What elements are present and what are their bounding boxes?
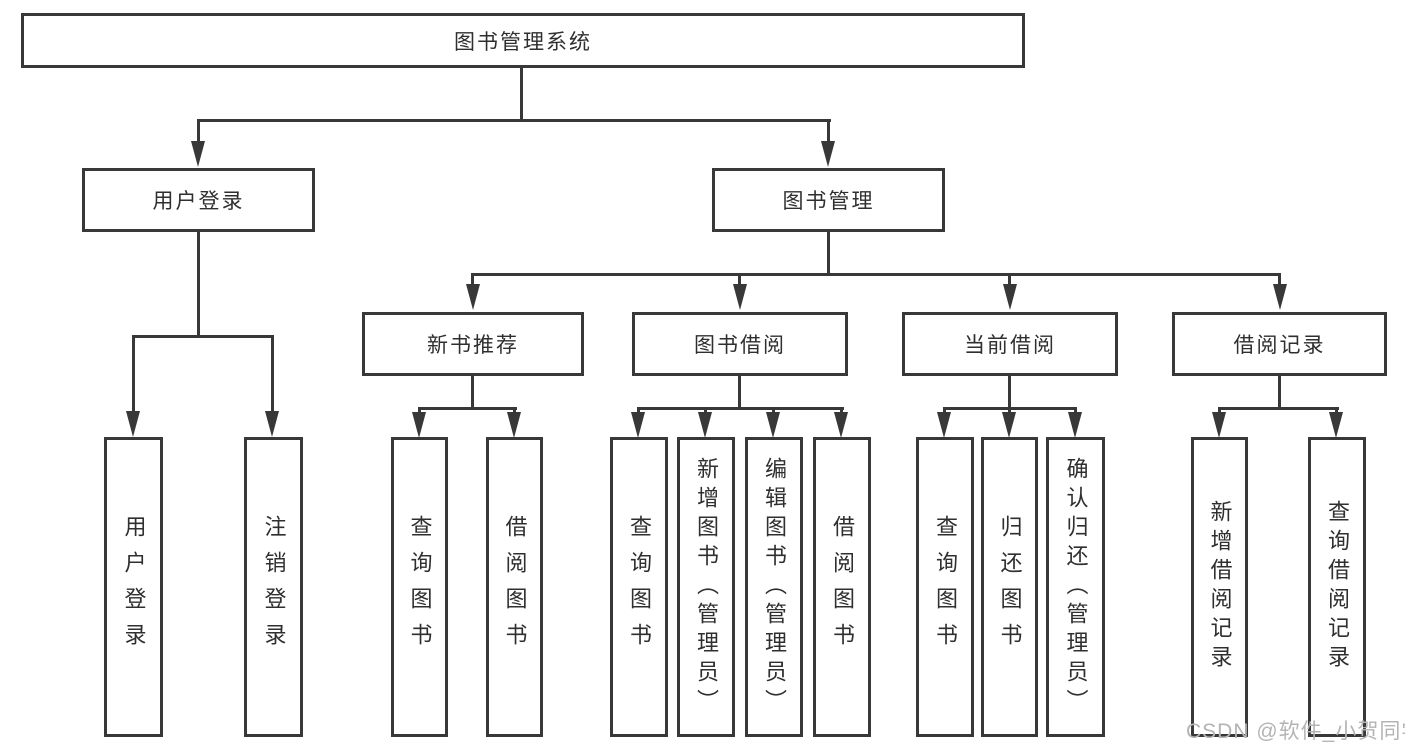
node-book-borrowing: 图书借阅	[632, 312, 848, 376]
leaf-borrow-books-borrow: 借阅图书	[813, 437, 871, 737]
connector-line	[637, 407, 844, 410]
node-library-system: 图书管理系统	[21, 13, 1025, 68]
connector-line	[1074, 407, 1077, 414]
arrow-down-icon	[412, 412, 426, 438]
arrow-down-icon	[265, 411, 279, 437]
connector-line	[471, 376, 474, 409]
connector-line	[827, 232, 830, 275]
arrow-down-icon	[698, 412, 712, 438]
arrow-down-icon	[466, 284, 480, 310]
arrow-down-icon	[507, 412, 521, 438]
leaf-label: 查询图书	[407, 515, 433, 659]
connector-line	[197, 232, 200, 338]
leaf-edit-books-admin: 编辑图书（管理员）	[745, 437, 803, 737]
connector-line	[827, 119, 830, 143]
connector-line	[418, 407, 517, 410]
arrow-down-icon	[1003, 284, 1017, 310]
connector-line	[637, 407, 640, 414]
arrow-down-icon	[733, 284, 747, 310]
connector-line	[1218, 407, 1221, 414]
leaf-return-books: 归还图书	[981, 437, 1038, 737]
leaf-label: 注销登录	[261, 515, 287, 659]
arrow-down-icon	[1329, 412, 1343, 438]
connector-line	[197, 119, 831, 122]
connector-line	[197, 119, 200, 143]
node-new-book-recommendation: 新书推荐	[362, 312, 584, 376]
connector-line	[943, 407, 946, 414]
arrow-down-icon	[1212, 412, 1226, 438]
connector-line	[1278, 276, 1281, 286]
connector-line	[471, 276, 474, 286]
node-borrowing-records: 借阅记录	[1172, 312, 1387, 376]
connector-line	[1008, 376, 1011, 409]
leaf-label: 借阅图书	[830, 515, 855, 659]
connector-line	[520, 68, 523, 120]
arrow-down-icon	[821, 141, 835, 167]
leaf-query-borrow-record: 查询借阅记录	[1308, 437, 1366, 737]
connector-line	[1278, 376, 1281, 409]
node-label: 新书推荐	[427, 334, 519, 357]
arrow-down-icon	[191, 141, 205, 167]
arrow-down-icon	[1002, 412, 1016, 438]
leaf-label: 新增图书（管理员）	[694, 456, 719, 718]
connector-line	[271, 335, 274, 413]
leaf-label: 查询借阅记录	[1325, 500, 1350, 674]
arrow-down-icon	[1273, 284, 1287, 310]
node-user-login: 用户登录	[82, 168, 315, 232]
leaf-user-login: 用户登录	[104, 437, 163, 737]
arrow-down-icon	[834, 412, 848, 438]
connector-line	[1335, 407, 1338, 414]
connector-line	[471, 273, 1281, 276]
leaf-query-books-recommend: 查询图书	[391, 437, 448, 737]
arrow-down-icon	[937, 412, 951, 438]
connector-line	[513, 407, 516, 414]
node-label: 用户登录	[152, 190, 245, 213]
connector-line	[738, 376, 741, 409]
arrow-down-icon	[631, 412, 645, 438]
connector-line	[1008, 276, 1011, 286]
node-current-borrowing: 当前借阅	[902, 312, 1118, 376]
leaf-label: 查询图书	[627, 515, 652, 659]
node-label: 图书借阅	[694, 334, 786, 357]
node-label: 图书管理	[782, 190, 875, 213]
leaf-label: 归还图书	[997, 515, 1023, 659]
arrow-down-icon	[1068, 412, 1082, 438]
leaf-add-books-admin: 新增图书（管理员）	[677, 437, 735, 737]
leaf-label: 借阅图书	[502, 515, 528, 659]
connector-line	[132, 335, 135, 413]
leaf-label: 编辑图书（管理员）	[762, 456, 787, 718]
connector-line	[772, 407, 775, 414]
leaf-label: 新增借阅记录	[1207, 500, 1233, 674]
leaf-label: 用户登录	[121, 515, 147, 659]
leaf-query-books-current: 查询图书	[916, 437, 974, 737]
connector-line	[1218, 407, 1339, 410]
arrow-down-icon	[126, 411, 140, 437]
leaf-add-borrow-record: 新增借阅记录	[1191, 437, 1248, 737]
node-label: 图书管理系统	[454, 30, 592, 54]
leaf-confirm-return-admin: 确认归还（管理员）	[1046, 437, 1105, 737]
connector-line	[132, 335, 274, 338]
leaf-query-books-borrow: 查询图书	[610, 437, 668, 737]
arrow-down-icon	[766, 412, 780, 438]
connector-line	[840, 407, 843, 414]
connector-line	[704, 407, 707, 414]
leaf-logout: 注销登录	[244, 437, 303, 737]
connector-line	[418, 407, 421, 414]
csdn-watermark: CSDN @软件_小贺同学	[1186, 720, 1405, 743]
node-label: 当前借阅	[964, 334, 1056, 357]
leaf-label: 确认归还（管理员）	[1063, 456, 1089, 718]
leaf-label: 查询图书	[933, 515, 958, 659]
node-label: 借阅记录	[1233, 334, 1326, 357]
connector-line	[1008, 407, 1011, 414]
leaf-borrow-books-recommend: 借阅图书	[486, 437, 543, 737]
node-book-management: 图书管理	[712, 168, 945, 232]
connector-line	[738, 276, 741, 286]
